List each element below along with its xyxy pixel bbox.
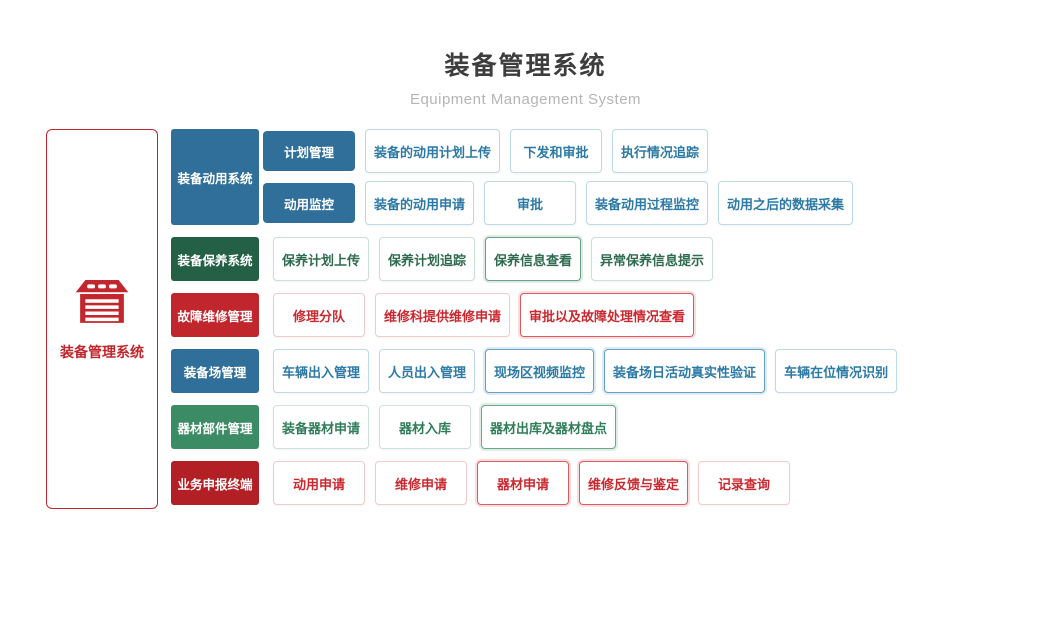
feature-box: 装备动用过程监控 — [586, 181, 709, 225]
category-box: 故障维修管理 — [171, 293, 259, 337]
diagram: 装备管理系统 装备动用系统计划管理装备的动用计划上传下发和审批执行情况追踪动用监… — [46, 129, 898, 509]
category-box: 器材部件管理 — [171, 405, 259, 449]
category-box: 装备保养系统 — [171, 237, 259, 281]
feature-box: 异常保养信息提示 — [591, 237, 714, 281]
feature-box: 动用申请 — [273, 461, 365, 505]
feature-box: 修理分队 — [273, 293, 365, 337]
feature-box: 维修科提供维修申请 — [375, 293, 511, 337]
category-box: 业务申报终端 — [171, 461, 259, 505]
page-title: 装备管理系统 — [444, 52, 607, 80]
category-box: 装备场管理 — [171, 349, 259, 393]
category-row: 故障维修管理修理分队维修科提供维修申请审批以及故障处理情况查看 — [171, 293, 897, 337]
root-label: 装备管理系统 — [60, 343, 144, 360]
category-row: 装备场管理车辆出入管理人员出入管理现场区视频监控装备场日活动真实性验证车辆在位情… — [171, 349, 898, 393]
category-row: 业务申报终端动用申请维修申请器材申请维修反馈与鉴定记录查询 — [171, 461, 897, 505]
feature-box: 保养信息查看 — [485, 237, 582, 281]
feature-box: 现场区视频监控 — [485, 349, 595, 393]
feature-box: 维修申请 — [375, 461, 467, 505]
subcategory-box: 计划管理 — [263, 131, 355, 171]
feature-box: 维修反馈与鉴定 — [579, 461, 689, 505]
feature-box: 保养计划上传 — [273, 237, 370, 281]
feature-box: 审批以及故障处理情况查看 — [520, 293, 695, 337]
feature-box: 装备的动用申请 — [365, 181, 475, 225]
feature-box: 器材出库及器材盘点 — [481, 405, 617, 449]
diagram-main: 装备动用系统计划管理装备的动用计划上传下发和审批执行情况追踪动用监控装备的动用申… — [171, 129, 898, 505]
subcategory-box: 动用监控 — [263, 183, 355, 223]
feature-box: 记录查询 — [698, 461, 791, 505]
feature-box: 车辆在位情况识别 — [775, 349, 898, 393]
feature-box: 器材入库 — [379, 405, 472, 449]
feature-box: 保养计划追踪 — [379, 237, 476, 281]
page-subtitle: Equipment Management System — [409, 91, 642, 108]
subgroup-column: 计划管理装备的动用计划上传下发和审批执行情况追踪动用监控装备的动用申请审批装备动… — [263, 129, 854, 225]
category-group: 装备动用系统计划管理装备的动用计划上传下发和审批执行情况追踪动用监控装备的动用申… — [171, 129, 897, 225]
warehouse-icon — [74, 277, 130, 330]
feature-box: 装备场日活动真实性验证 — [604, 349, 766, 393]
category-row: 装备保养系统保养计划上传保养计划追踪保养信息查看异常保养信息提示 — [171, 237, 897, 281]
feature-box: 装备的动用计划上传 — [365, 129, 501, 173]
feature-box: 车辆出入管理 — [273, 349, 370, 393]
feature-box: 装备器材申请 — [273, 405, 370, 449]
subgroup-row: 计划管理装备的动用计划上传下发和审批执行情况追踪 — [263, 129, 853, 173]
subgroup-row: 动用监控装备的动用申请审批装备动用过程监控动用之后的数据采集 — [263, 181, 854, 225]
feature-box: 器材申请 — [477, 461, 569, 505]
feature-box: 审批 — [484, 181, 577, 225]
category-row: 器材部件管理装备器材申请器材入库器材出库及器材盘点 — [171, 405, 897, 449]
feature-box: 动用之后的数据采集 — [718, 181, 854, 225]
feature-box: 人员出入管理 — [379, 349, 476, 393]
feature-box: 下发和审批 — [510, 129, 603, 173]
root-node: 装备管理系统 — [46, 129, 158, 509]
category-box: 装备动用系统 — [171, 129, 259, 225]
feature-box: 执行情况追踪 — [612, 129, 709, 173]
